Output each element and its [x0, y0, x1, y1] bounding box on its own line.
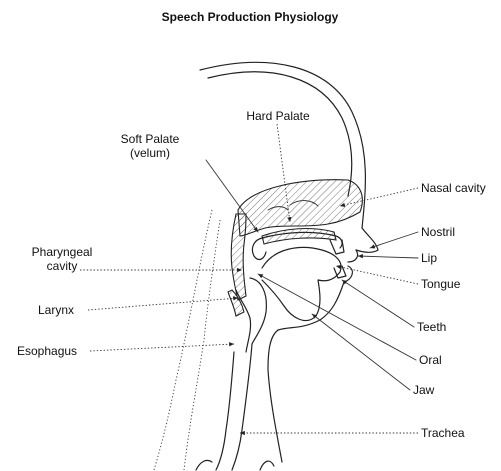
leader-esophagus [90, 344, 234, 351]
nose-profile [356, 228, 378, 252]
trachea-front [232, 344, 252, 470]
label-pharyngeal: Pharyngeal [32, 245, 93, 259]
hard-palate-hatch [262, 229, 336, 244]
label-lip: Lip [421, 251, 437, 265]
back-of-neck-outer [154, 210, 212, 470]
label-teeth: Teeth [417, 320, 446, 334]
upper-teeth [330, 240, 344, 254]
label-nostril: Nostril [421, 225, 455, 239]
leader-nostril [370, 232, 418, 248]
leader-jaw [312, 314, 410, 390]
leader-lip [358, 256, 418, 258]
leader-oral [258, 274, 416, 360]
label-trachea: Trachea [421, 426, 465, 440]
label-soft-palate-velum: (velum) [130, 146, 170, 160]
label-jaw: Jaw [413, 383, 435, 397]
spine-lower-1 [196, 460, 212, 470]
epiglottis [250, 278, 266, 344]
chin-profile [278, 282, 344, 330]
leader-lines [80, 124, 418, 433]
skull-inner-curve [208, 72, 352, 196]
leader-soft-palate [206, 160, 258, 232]
leader-larynx [88, 298, 238, 310]
spine-lower-2 [260, 461, 274, 470]
trachea-back [216, 352, 234, 470]
labels: Hard Palate Soft Palate (velum) Nasal ca… [17, 109, 486, 440]
leader-teeth [342, 280, 414, 327]
pharynx-back-wall [231, 214, 246, 300]
label-nasal-cavity: Nasal cavity [421, 181, 486, 195]
label-pharyngeal-cavity: cavity [47, 259, 78, 273]
label-tongue: Tongue [421, 277, 461, 291]
leader-tongue [336, 266, 418, 284]
tongue-shape [262, 247, 341, 320]
label-larynx: Larynx [38, 303, 74, 317]
label-hard-palate: Hard Palate [246, 109, 310, 123]
label-soft-palate: Soft Palate [121, 132, 180, 146]
neck-front [268, 330, 282, 462]
label-esophagus: Esophagus [17, 344, 77, 358]
nasal-cavity-shape [238, 180, 362, 236]
diagram-title: Speech Production Physiology [162, 10, 339, 24]
upper-lip [348, 250, 358, 262]
label-oral: Oral [419, 353, 442, 367]
